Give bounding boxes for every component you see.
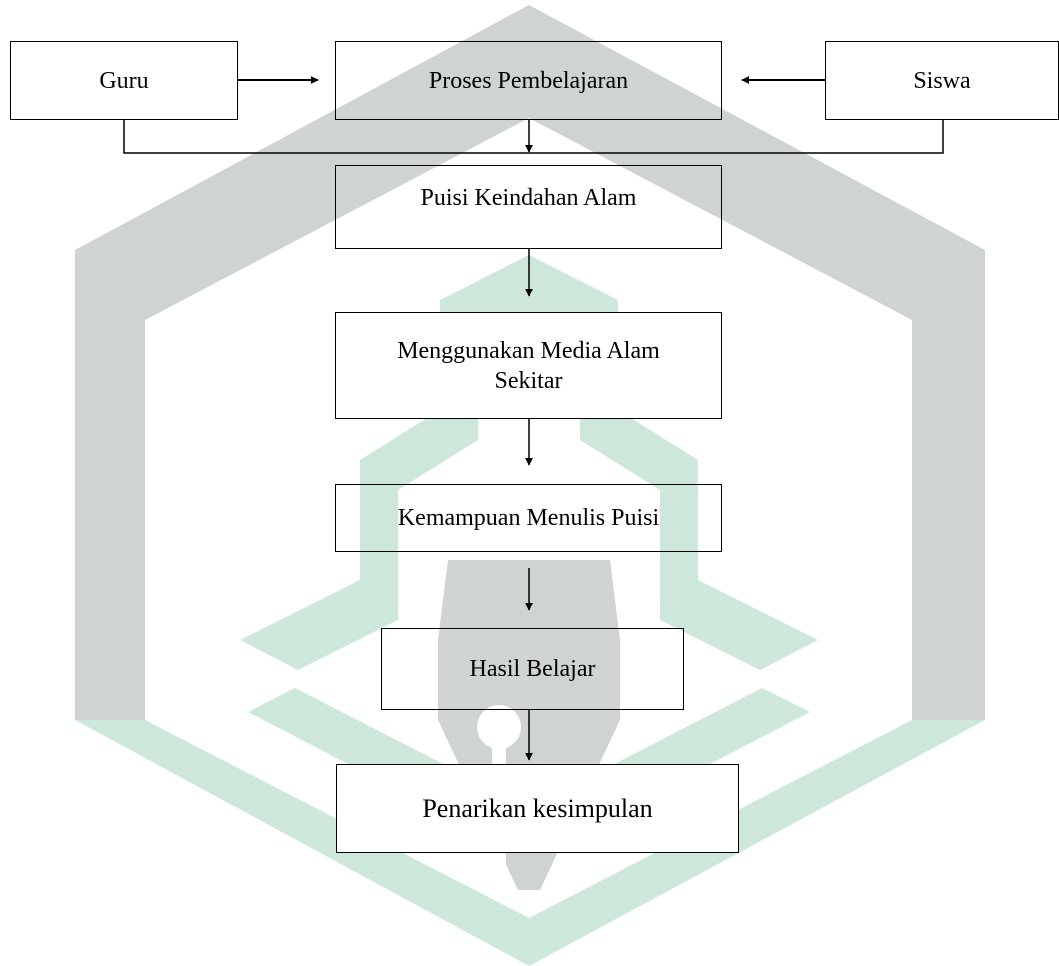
node-puisi-label: Puisi Keindahan Alam: [420, 185, 637, 211]
node-penarikan-kesimpulan: Penarikan kesimpulan: [336, 764, 739, 853]
node-media-label-line2: Sekitar: [494, 367, 563, 394]
node-siswa: Siswa: [825, 41, 1059, 120]
logo-green-mosque: [240, 255, 818, 670]
connector-guru-siswa-bracket: [123, 120, 944, 154]
node-media-alam-sekitar: Menggunakan Media Alam Sekitar: [335, 312, 722, 419]
node-media-label-line1: Menggunakan Media Alam: [397, 337, 660, 364]
node-guru-label: Guru: [99, 67, 149, 94]
node-hasil-label: Hasil Belajar: [469, 656, 596, 682]
logo-gray-hexagon: [75, 5, 985, 720]
node-siswa-label: Siswa: [913, 67, 971, 94]
node-proses-label: Proses Pembelajaran: [428, 67, 629, 94]
node-hasil-belajar: Hasil Belajar: [381, 628, 684, 710]
node-guru: Guru: [10, 41, 238, 120]
node-proses-pembelajaran: Proses Pembelajaran: [335, 41, 722, 120]
node-puisi-keindahan-alam: Puisi Keindahan Alam: [335, 165, 722, 249]
node-media-label: Menggunakan Media Alam Sekitar: [397, 336, 660, 396]
node-kemampuan-label: Kemampuan Menulis Puisi: [397, 505, 660, 531]
node-kemampuan-menulis-puisi: Kemampuan Menulis Puisi: [335, 484, 722, 552]
node-penarikan-label: Penarikan kesimpulan: [422, 793, 653, 823]
